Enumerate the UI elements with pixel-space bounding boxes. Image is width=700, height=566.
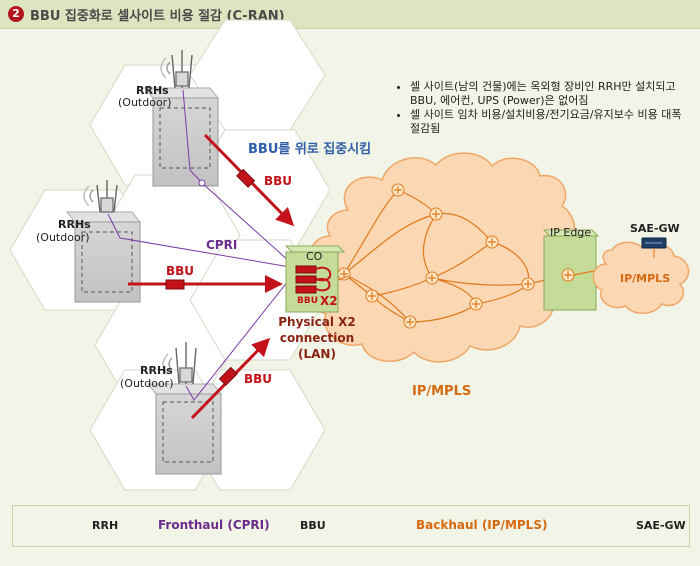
empty-bbu-slot [162, 401, 214, 463]
notes-list: 셀 사이트(남의 건물)에는 옥외형 장비인 RRH만 설치되고 BBU, 에어… [394, 80, 694, 136]
cell-site-3 [146, 383, 223, 475]
router-icon [403, 315, 417, 329]
bbu-block-icon [165, 279, 185, 290]
cell-site-box [152, 97, 219, 187]
rrh-sub-label: (Outdoor) [36, 231, 90, 244]
bbu-block-icons [165, 168, 256, 386]
sae-gw-device-icon [641, 237, 667, 258]
co-bbu-label: BBU [297, 296, 319, 306]
legend-fronthaul: Fronthaul (CPRI) [158, 518, 270, 532]
cell-site-box [74, 221, 141, 303]
cell-site-box [155, 393, 222, 475]
router-icon [365, 289, 379, 303]
router-icon [429, 207, 443, 221]
x2-label: X2 [320, 294, 338, 308]
x2-loop-icon [315, 266, 332, 292]
router-icon [469, 297, 483, 311]
co-label: CO [306, 250, 323, 263]
rrh-sub-label: (Outdoor) [120, 377, 174, 390]
router-icon [391, 183, 405, 197]
router-nodes [337, 183, 535, 329]
bbu-label: BBU [166, 264, 195, 278]
rrh-label: RRHs [136, 84, 169, 97]
legend-backhaul: Backhaul (IP/MPLS) [416, 518, 548, 532]
centralize-caption: BBU를 위로 집중시킴 [248, 142, 372, 157]
router-icon [561, 268, 575, 282]
cpri-label: CPRI [206, 238, 238, 252]
note-item: 셀 사이트 임차 비용/설치비용/전기요금/유지보수 비용 대폭 절감됨 [410, 108, 694, 136]
page-title: BBU 집중화로 셀사이트 비용 절감 (C-RAN) [30, 9, 285, 24]
ip-edge [542, 229, 609, 311]
note-item: 셀 사이트(남의 건물)에는 옥외형 장비인 RRH만 설치되고 BBU, 에어… [410, 80, 694, 108]
central-office [284, 245, 349, 313]
legend-rrh: RRH [92, 519, 119, 532]
bbu-block-icon [236, 168, 256, 188]
x2-caption-line: (LAN) [298, 347, 336, 361]
co-bbu-stack-icon [295, 285, 317, 294]
rrh-antenna-icon [83, 180, 118, 213]
rrh-antenna-icon [162, 342, 197, 385]
rrh-label: RRHs [140, 364, 173, 377]
router-icon [425, 271, 439, 285]
x2-connection-caption: Physical X2 connection (LAN) [272, 314, 362, 362]
bbu-label: BBU [244, 372, 273, 386]
x2-caption-line: connection [279, 331, 355, 345]
bbu-label: BBU [264, 174, 293, 188]
title-bar: 2 BBU 집중화로 셀사이트 비용 절감 (C-RAN) [0, 0, 700, 29]
notes-panel: 셀 사이트(남의 건물)에는 옥외형 장비인 RRH만 설치되고 BBU, 에어… [394, 80, 694, 136]
small-cloud-label: IP/MPLS [620, 272, 671, 285]
x2-caption-line: Physical X2 [278, 315, 356, 329]
cpri-links [107, 89, 293, 401]
cloud-label: IP/MPLS [412, 384, 472, 399]
rrh-sub-label: (Outdoor) [118, 96, 172, 109]
cell-site-2 [65, 211, 142, 303]
legend-bbu: BBU [300, 519, 326, 532]
router-icon [485, 235, 499, 249]
rrh-antenna-icon [160, 50, 193, 89]
empty-bbu-slot [81, 231, 133, 293]
step-badge: 2 [8, 6, 24, 22]
router-icon [521, 277, 535, 291]
ip-edge-label: IP Edge [550, 226, 592, 239]
legend-sae-gw: SAE-GW [636, 519, 686, 532]
bbu-block-icon [218, 366, 238, 386]
sae-gw-label: SAE-GW [630, 222, 680, 235]
legend-bar [12, 505, 690, 547]
rrh-label: RRHs [58, 218, 91, 231]
co-bbu-stack-icon [295, 265, 317, 274]
co-bbu-stack-icon [295, 275, 317, 284]
